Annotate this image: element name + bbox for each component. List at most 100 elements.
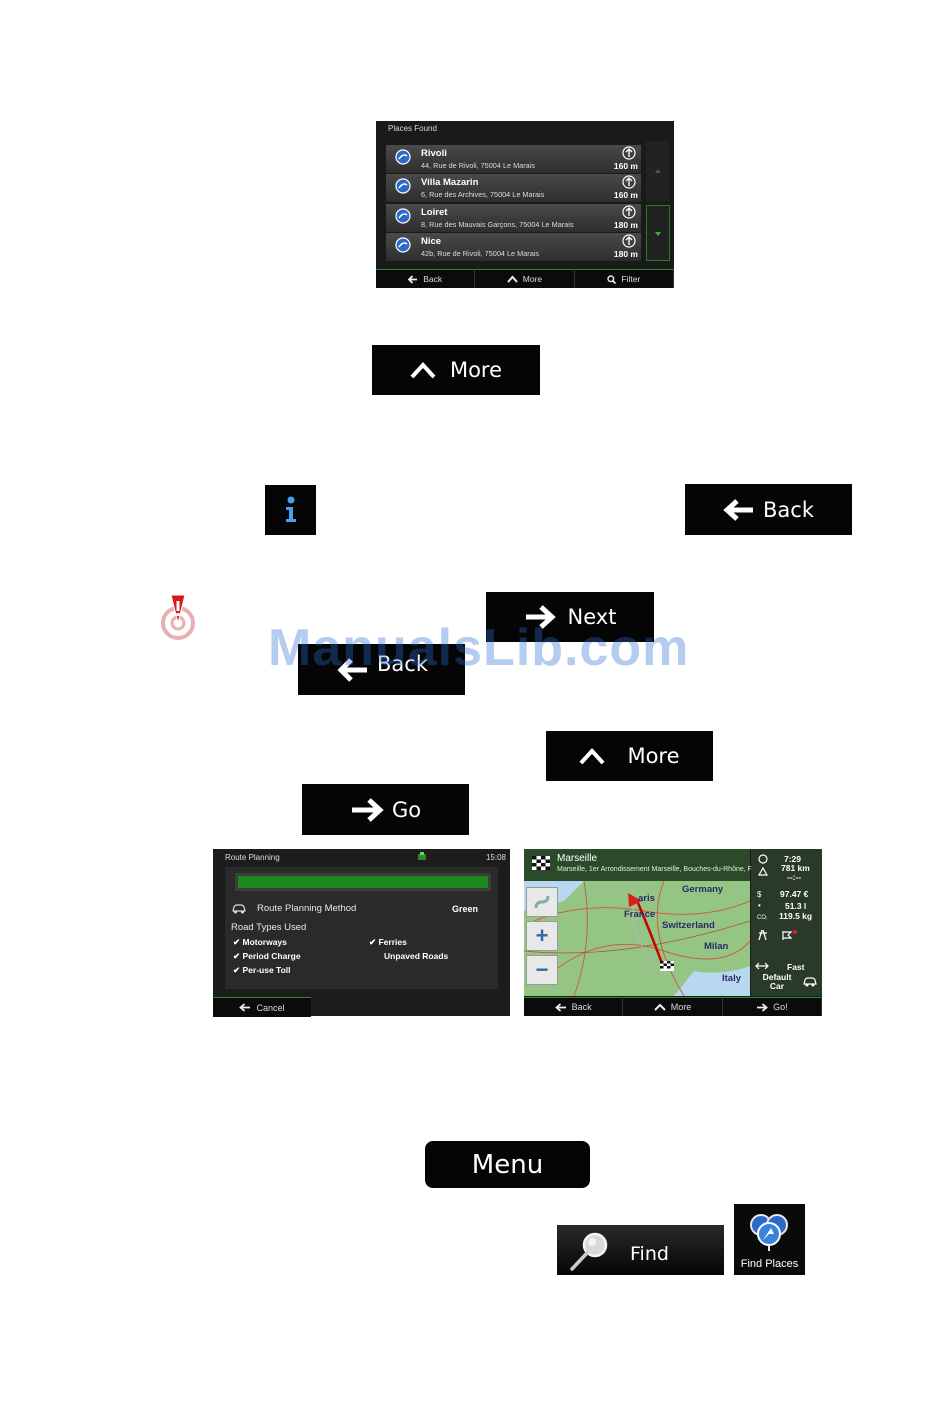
more-label: More <box>522 274 543 284</box>
place-pin-icon <box>395 237 411 253</box>
route-panel: Route Planning Method Green Road Types U… <box>225 867 498 989</box>
go-button[interactable]: Go <box>302 784 469 835</box>
more-button[interactable]: More <box>546 731 713 781</box>
checkered-flag-icon <box>532 856 550 870</box>
cancel-button[interactable]: Cancel <box>213 997 311 1017</box>
back-label: Back <box>571 1002 592 1012</box>
arrow-left-icon <box>723 498 753 521</box>
more-label: More <box>670 1002 692 1012</box>
go-label: Go! <box>773 1002 788 1012</box>
arrow-left-icon <box>239 1003 251 1012</box>
screen-title: Places Found <box>388 124 437 133</box>
go-button[interactable]: Go! <box>722 997 822 1016</box>
route-cost: 97.47 € <box>780 889 809 899</box>
route-view-button[interactable] <box>526 887 558 917</box>
list-item[interactable]: Nice 42b, Rue de Rivoli, 75004 Le Marais… <box>386 232 641 261</box>
road-type-item: ✔ Ferries <box>369 937 407 947</box>
back-button[interactable]: Back <box>685 484 852 535</box>
scroll-up-button[interactable] <box>646 141 670 201</box>
gps-signal-icon <box>418 852 426 860</box>
chevron-up-icon <box>579 748 605 765</box>
back-label: Back <box>423 274 443 284</box>
chevron-up-icon <box>410 362 436 379</box>
scrollbar[interactable] <box>646 141 670 267</box>
more-button[interactable]: More <box>475 269 575 288</box>
method-value: Green <box>451 904 478 914</box>
place-pin-icon <box>395 149 411 165</box>
route-distance: 781 km <box>781 863 810 873</box>
triangle-down-icon <box>655 232 661 236</box>
places-found-screen: Places Found Rivoli 44, Rue de Rivoli, 7… <box>376 121 674 288</box>
method-label: Route Planning Method <box>257 903 357 914</box>
find-button[interactable]: Find <box>557 1225 724 1275</box>
arrow-right-icon <box>525 605 556 629</box>
map-screen: Marseille Marseille, 1er Arrondissement … <box>524 849 822 1016</box>
more-button[interactable]: More <box>372 345 540 395</box>
vehicle-profile: Default Car <box>762 972 792 991</box>
route-method-row[interactable]: Route Planning Method <box>231 903 356 914</box>
back-button[interactable]: Back <box>524 997 624 1016</box>
clock: 15:08 <box>485 853 506 862</box>
info-icon <box>285 496 296 522</box>
watermark: ManualsLib.com <box>268 619 690 677</box>
more-button[interactable]: More <box>623 997 723 1016</box>
triangle-up-icon <box>655 169 661 173</box>
place-address: 44, Rue de Rivoli, 75004 Le Marais <box>421 161 535 170</box>
cost-fuel-co2-icons: $•CO₂ <box>757 890 767 921</box>
back-label: Back <box>763 497 814 522</box>
route-type: Fast <box>787 962 805 972</box>
place-name: Nice <box>421 235 442 247</box>
direction-arrow-icon <box>622 146 636 160</box>
find-places-button[interactable]: Find Places <box>734 1204 805 1275</box>
place-name: Villa Mazarin <box>421 177 479 189</box>
arrow-right-icon <box>757 1002 768 1012</box>
road-type-item: Unpaved Roads <box>384 951 449 961</box>
svg-text:$: $ <box>757 890 762 899</box>
find-places-label: Find Places <box>740 1258 799 1270</box>
scroll-down-button[interactable] <box>646 205 670 261</box>
place-distance: 180 m <box>613 248 638 259</box>
next-button[interactable]: Next <box>486 592 654 642</box>
zoom-out-button[interactable]: − <box>526 955 558 985</box>
arrow-left-icon <box>408 274 418 284</box>
bottom-toolbar: Back More Filter <box>376 269 674 288</box>
info-button[interactable] <box>265 485 316 535</box>
list-item[interactable]: Rivoli 44, Rue de Rivoli, 75004 Le Marai… <box>386 145 641 173</box>
road-type-item: ✔ Motorways <box>233 937 287 947</box>
find-places-icon <box>750 1214 788 1251</box>
svg-text:CO₂: CO₂ <box>757 915 767 921</box>
map-label: Italy <box>722 973 742 984</box>
route-icon <box>534 895 550 909</box>
places-list: Rivoli 44, Rue de Rivoli, 75004 Le Marai… <box>386 145 641 262</box>
map-label: Milan <box>704 941 729 952</box>
road-type-item: ✔ Per-use Toll <box>233 965 291 975</box>
chevron-up-icon <box>507 275 518 283</box>
menu-button[interactable]: Menu <box>425 1141 590 1188</box>
more-label: More <box>627 744 680 768</box>
checkered-flag-icon <box>660 961 674 971</box>
filter-label: Filter <box>621 274 641 284</box>
arrow-right-icon <box>351 797 384 822</box>
zoom-in-button[interactable]: + <box>526 921 558 951</box>
chevron-up-icon <box>654 1003 666 1011</box>
list-item[interactable]: Loiret 8, Rue des Mauvais Garçons, 75004… <box>386 203 641 232</box>
list-item[interactable]: Villa Mazarin 6, Rue des Archives, 75004… <box>386 174 641 203</box>
next-label: Next <box>567 605 617 629</box>
search-icon <box>607 274 617 284</box>
place-address: 8, Rue des Mauvais Garçons, 75004 Le Mar… <box>421 219 574 229</box>
back-button[interactable]: Back <box>376 269 476 288</box>
place-distance: 160 m <box>613 190 638 201</box>
back-label: Back <box>377 652 428 676</box>
place-distance: 180 m <box>613 219 638 230</box>
direction-arrow-icon <box>622 204 636 219</box>
route-co2: 119.5 kg <box>779 911 813 921</box>
road-type-item: ✔ Period Charge <box>233 951 301 961</box>
place-name: Rivoli <box>421 148 447 159</box>
magnifier-icon <box>570 1232 608 1271</box>
back-button[interactable]: Back <box>298 644 465 695</box>
progress-bar <box>235 873 491 891</box>
place-address: 42b, Rue de Rivoli, 75004 Le Marais <box>421 248 540 258</box>
find-label: Find <box>630 1243 669 1265</box>
filter-button[interactable]: Filter <box>574 269 674 288</box>
map-view[interactable]: aris France Germany Switzerland Milan It… <box>524 880 751 997</box>
